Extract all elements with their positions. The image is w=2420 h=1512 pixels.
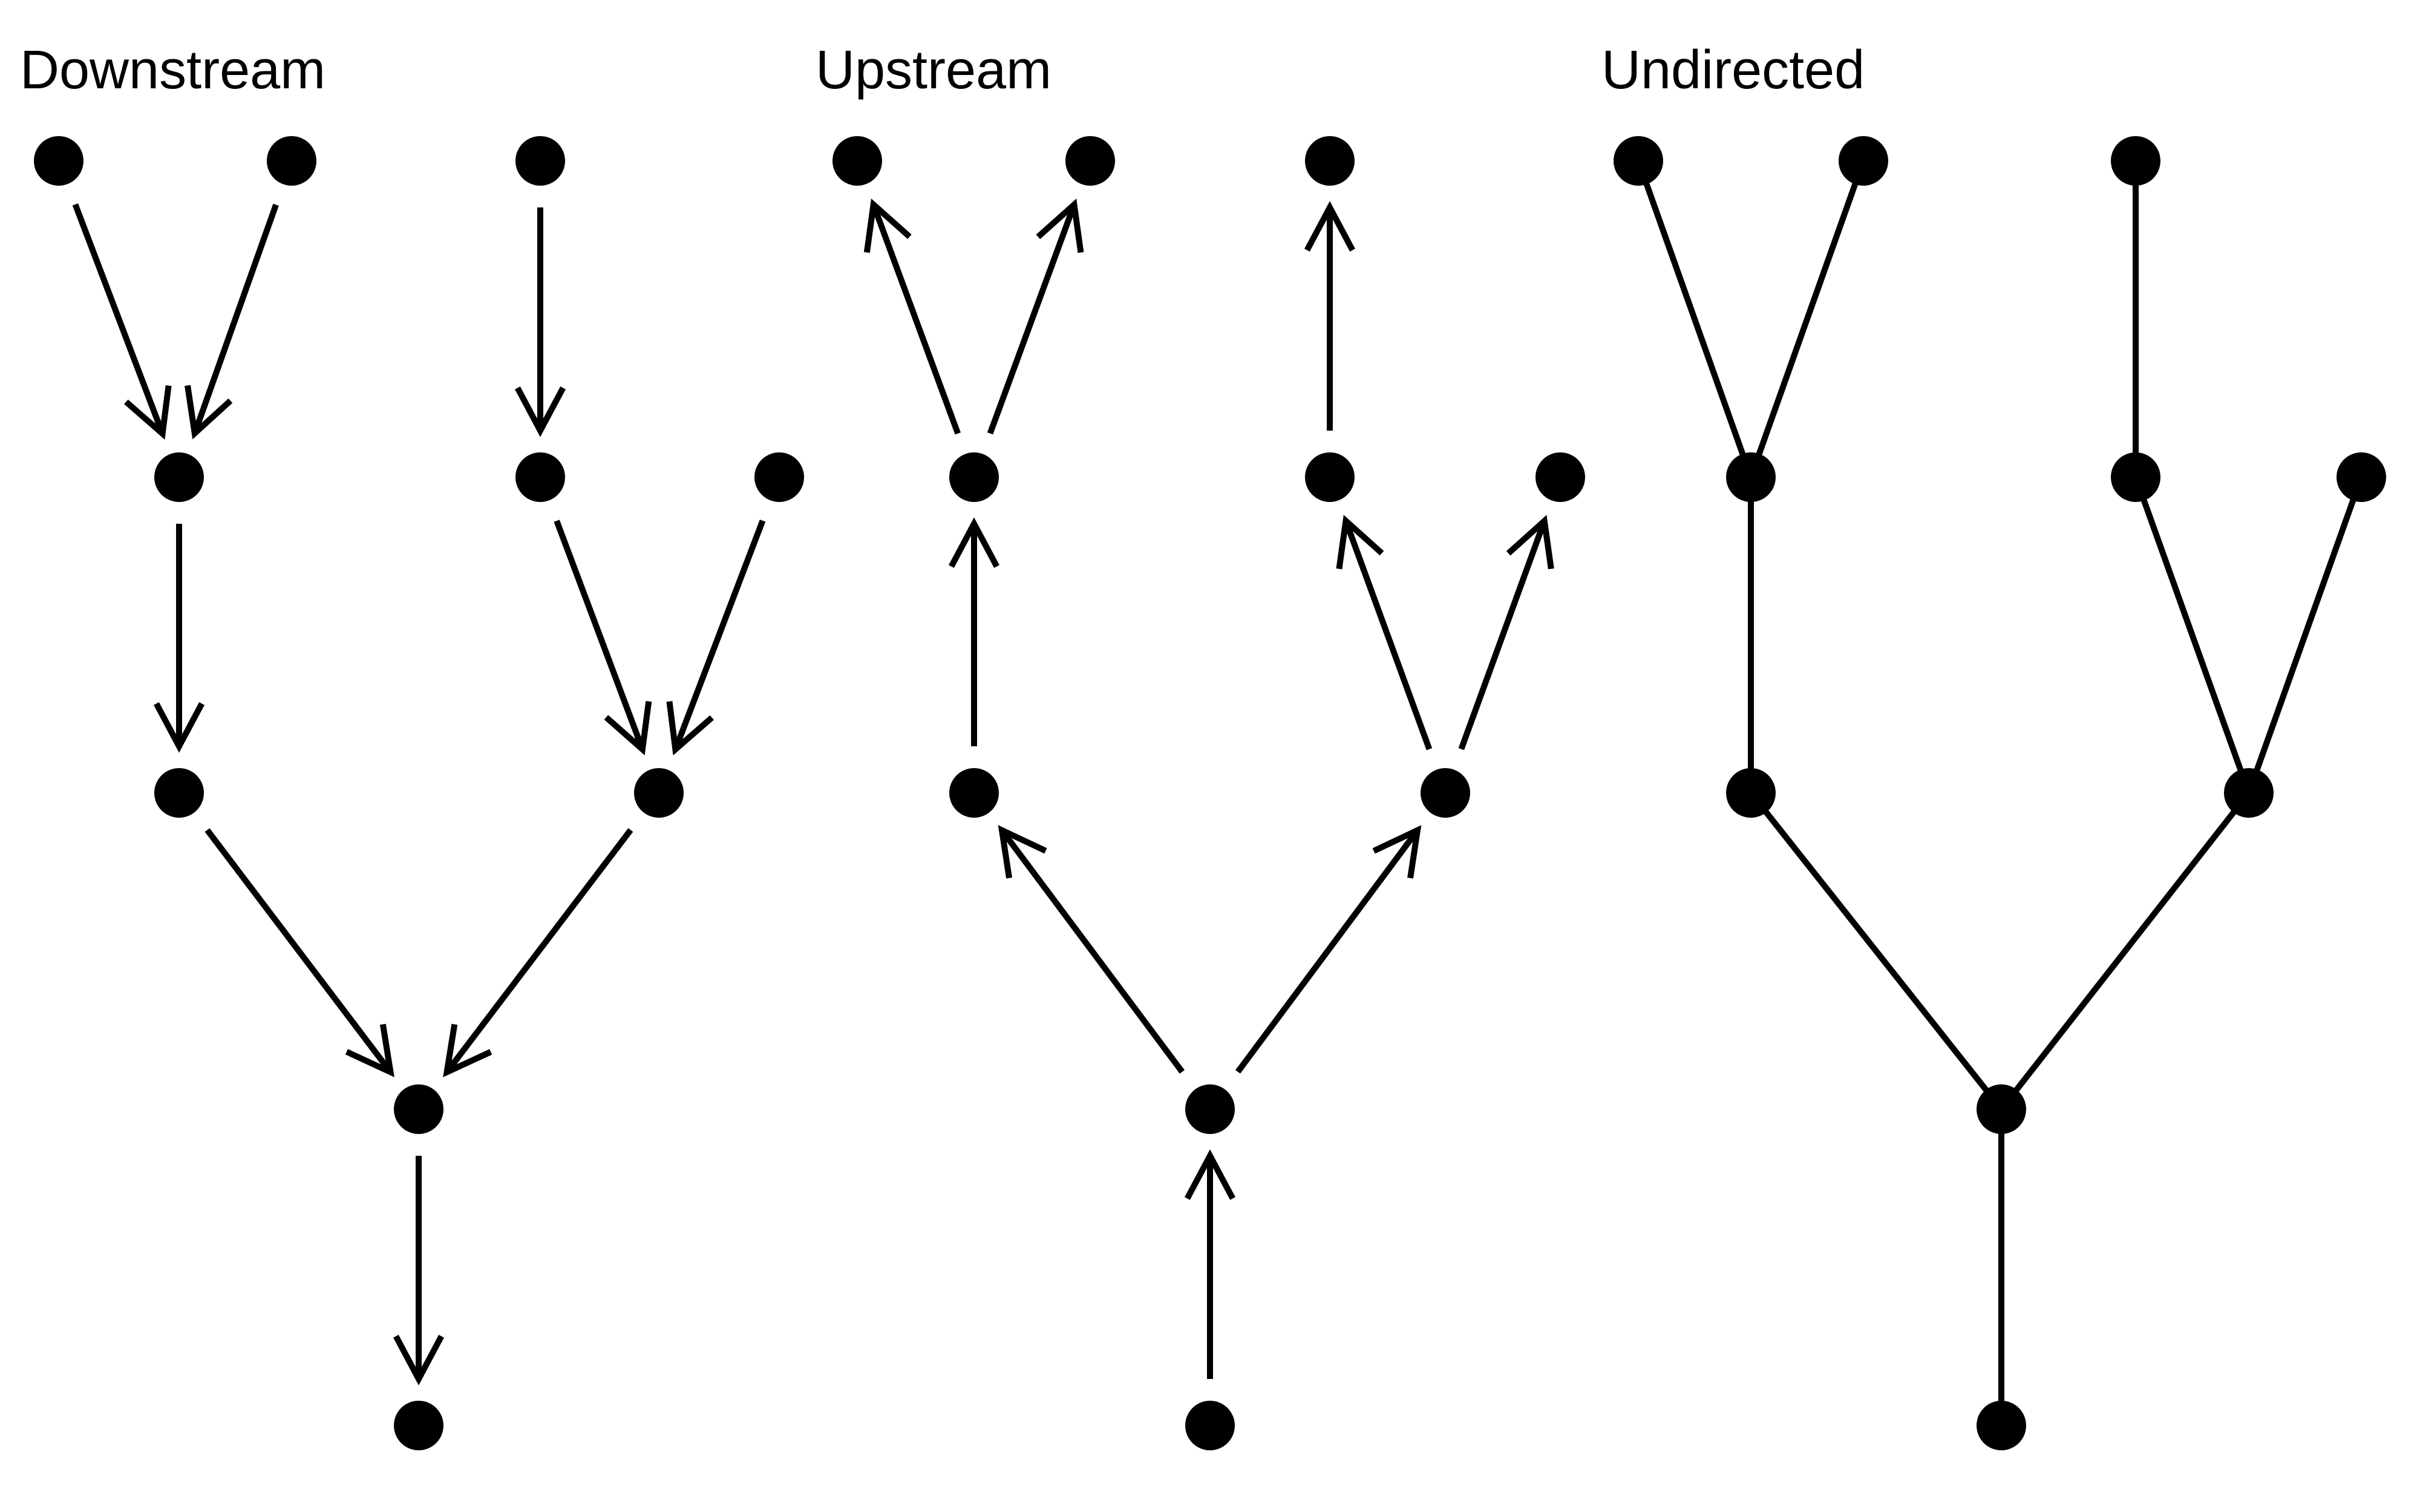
graph-node-downstream-b3 xyxy=(754,452,804,502)
graph-node-undirected-b2 xyxy=(2111,452,2160,502)
graph-edge-upstream-c2-b3 xyxy=(1458,515,1554,751)
graph-node-undirected-c2 xyxy=(2224,768,2274,818)
graph-edge-undirected-b3-c2 xyxy=(2246,476,2364,794)
graph-edge-downstream-c1-d xyxy=(204,828,394,1078)
graph-node-undirected-c1 xyxy=(1726,768,1776,818)
graph-node-upstream-a1 xyxy=(832,136,882,186)
graph-node-upstream-b1 xyxy=(949,452,999,502)
panel-title-upstream: Upstream xyxy=(816,40,1051,100)
graph-node-downstream-a3 xyxy=(515,136,565,186)
graph-edge-downstream-b2-c2 xyxy=(554,520,652,755)
graph-edge-undirected-a2-b1 xyxy=(1748,160,1866,478)
graph-node-downstream-d xyxy=(394,1084,443,1134)
undirected-nodes-layer xyxy=(1614,136,2386,1450)
graph-node-upstream-b2 xyxy=(1305,452,1355,502)
upstream-edges-layer xyxy=(863,198,1554,1379)
graph-edge-undirected-a1-b1 xyxy=(1635,160,1754,478)
graph-node-upstream-c1 xyxy=(949,768,999,818)
graph-node-undirected-a3 xyxy=(2111,136,2160,186)
graph-edge-undirected-b2-c2 xyxy=(2133,476,2252,794)
graph-node-upstream-a2 xyxy=(1065,136,1115,186)
graph-edge-downstream-c2-d xyxy=(443,828,633,1078)
graph-node-upstream-e xyxy=(1185,1401,1235,1450)
graph-edge-upstream-b1-a2 xyxy=(987,198,1084,435)
graph-node-undirected-b1 xyxy=(1726,452,1776,502)
graph-node-undirected-b3 xyxy=(2337,452,2386,502)
graph-node-undirected-e xyxy=(1977,1401,2026,1450)
panel-upstream: Upstream xyxy=(816,40,1585,1450)
graph-node-downstream-e xyxy=(394,1401,443,1450)
graph-edge-upstream-c2-b2 xyxy=(1336,515,1433,751)
graph-edge-downstream-a1-b1 xyxy=(72,203,172,440)
undirected-edges-layer xyxy=(1635,160,2364,1426)
panel-title-undirected: Undirected xyxy=(1601,40,1865,100)
graph-edge-downstream-b3-c2 xyxy=(666,520,766,756)
graph-edge-downstream-a2-b1 xyxy=(185,203,279,440)
graph-node-undirected-d xyxy=(1977,1084,2026,1134)
downstream-nodes-layer xyxy=(34,136,804,1450)
graph-node-upstream-c2 xyxy=(1421,768,1470,818)
graph-edge-upstream-b1-a1 xyxy=(863,198,961,435)
panel-downstream: Downstream xyxy=(20,40,804,1450)
graph-edge-upstream-d-c2 xyxy=(1235,825,1422,1074)
graph-node-downstream-a2 xyxy=(267,136,316,186)
panel-undirected: Undirected xyxy=(1601,40,2386,1450)
panel-title-downstream: Downstream xyxy=(20,40,325,100)
graph-node-downstream-c2 xyxy=(634,768,684,818)
upstream-nodes-layer xyxy=(832,136,1585,1450)
graph-node-downstream-c1 xyxy=(154,768,204,818)
graph-edge-undirected-c2-d xyxy=(1999,790,2251,1112)
graph-node-upstream-b3 xyxy=(1535,452,1585,502)
graph-node-downstream-b1 xyxy=(154,452,204,502)
graph-node-upstream-d xyxy=(1185,1084,1235,1134)
graph-node-undirected-a1 xyxy=(1614,136,1663,186)
graph-node-downstream-a1 xyxy=(34,136,83,186)
downstream-edges-layer xyxy=(72,203,766,1386)
graph-node-upstream-a3 xyxy=(1305,136,1355,186)
graph-node-undirected-a2 xyxy=(1839,136,1888,186)
graph-node-downstream-b2 xyxy=(515,452,565,502)
graph-edge-upstream-d-c1 xyxy=(998,825,1185,1074)
graph-edge-undirected-c1-d xyxy=(1748,790,2004,1112)
